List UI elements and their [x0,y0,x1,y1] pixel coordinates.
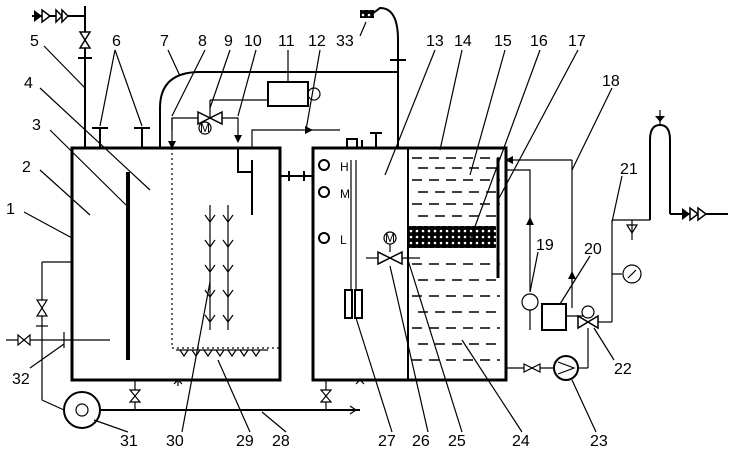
level-switches: H M L [318,159,350,247]
label-20: 20 [584,241,602,258]
label-17: 17 [568,33,586,50]
label-27: 27 [378,433,396,450]
label-33: 33 [336,33,354,50]
label-8: 8 [198,33,207,50]
label-21: 21 [620,161,638,178]
label-14: 14 [454,33,472,50]
label-3: 3 [32,117,41,134]
label-31: 31 [120,433,138,450]
label-12: 12 [308,33,326,50]
leader-lines [23,21,623,433]
label-23: 23 [590,433,608,450]
label-10: 10 [244,33,262,50]
level-high-label: H [340,160,349,174]
label-25: 25 [448,433,466,450]
label-19: 19 [536,237,554,254]
label-4: 4 [24,75,33,92]
label-24: 24 [512,433,530,450]
label-16: 16 [530,33,548,50]
valve-9-motor-label: M [200,121,210,135]
flow-arrows-left [204,205,234,330]
aeration-diffusers [179,349,261,358]
label-13: 13 [426,33,444,50]
top-piping: M [32,6,406,149]
label-30: 30 [166,433,184,450]
level-mid-label: M [340,187,350,201]
level-low-label: L [340,233,347,247]
label-28: 28 [272,433,290,450]
label-9: 9 [224,33,233,50]
right-equipment [505,110,728,381]
label-7: 7 [160,33,169,50]
part-labels: 1 2 3 4 5 6 7 8 9 10 11 12 13 14 15 16 1… [6,33,638,450]
label-11: 11 [278,33,295,50]
label-22: 22 [614,361,632,378]
tank-connection-pipe [280,171,313,181]
label-2: 2 [22,159,31,176]
valve-26: M [366,231,420,266]
label-1: 1 [6,201,15,218]
label-29: 29 [236,433,254,450]
right-tank: H M L [311,132,508,382]
label-32: 32 [12,371,30,388]
label-15: 15 [494,33,512,50]
valve-26-motor-label: M [385,231,395,245]
label-18: 18 [602,73,620,90]
label-26: 26 [412,433,430,450]
bottom-piping [6,261,365,429]
lower-water-zone [412,263,500,361]
label-5: 5 [30,33,39,50]
upper-water-zone [412,157,500,217]
porous-filter-layer [408,226,496,248]
label-6: 6 [112,33,121,50]
